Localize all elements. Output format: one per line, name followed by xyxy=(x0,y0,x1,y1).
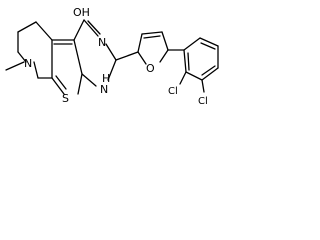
furan-ring xyxy=(137,31,169,65)
chlorine-label-2: Cl xyxy=(198,96,208,107)
nitrogen-methyl-label: N xyxy=(24,57,32,70)
nh-hydrogen-label: H xyxy=(102,72,110,85)
nh-nitrogen-label: N xyxy=(100,83,108,96)
furan-oxygen-label: O xyxy=(146,62,155,75)
linker-bond xyxy=(115,51,139,61)
nitrogen-top-label: N xyxy=(98,36,106,49)
pyrimidine-ring xyxy=(73,19,117,87)
molecule-diagram: OH N N H N S O Cl Cl xyxy=(5,6,219,107)
dichlorophenyl-ring xyxy=(179,37,219,93)
structure-canvas: OH N N H N S O Cl Cl xyxy=(0,0,224,141)
piperidine-ring xyxy=(5,21,53,79)
sulfur-label: S xyxy=(62,92,69,105)
chlorine-label-1: Cl xyxy=(168,86,178,97)
hydroxyl-label: OH xyxy=(73,6,90,19)
thiophene-ring xyxy=(51,39,83,95)
